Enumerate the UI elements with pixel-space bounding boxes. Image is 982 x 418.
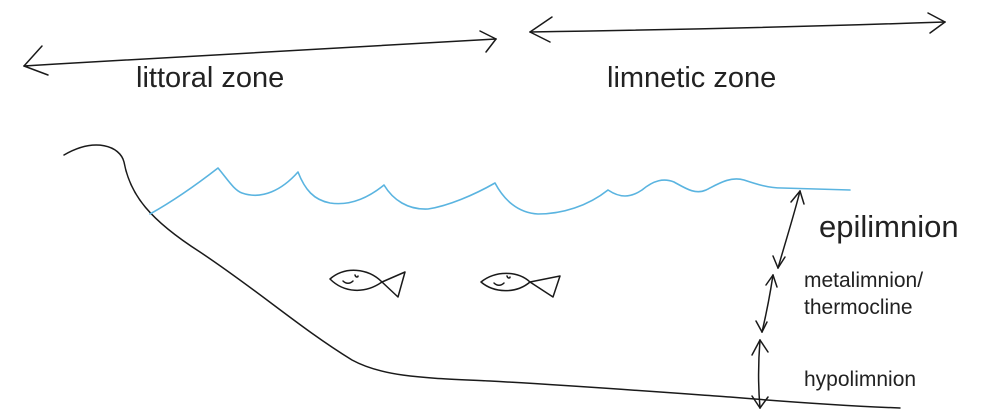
fish-icon bbox=[480, 272, 561, 298]
epilimnion-depth-arrow bbox=[772, 190, 805, 269]
littoral-zone-label: littoral zone bbox=[136, 62, 285, 94]
lake-bottom-outline bbox=[63, 144, 901, 409]
thermocline-depth-arrow bbox=[755, 274, 778, 333]
water-surface-line bbox=[149, 167, 851, 215]
metalimnion-label-line1: metalimnion/ bbox=[804, 269, 924, 292]
fish-icon bbox=[329, 269, 406, 298]
littoral-zone-arrow bbox=[23, 30, 497, 76]
limnetic-zone-label: limnetic zone bbox=[607, 62, 777, 94]
limnetic-zone-arrow bbox=[529, 12, 946, 43]
metalimnion-label-line2: thermocline bbox=[804, 296, 913, 319]
hypolimnion-label: hypolimnion bbox=[804, 368, 917, 391]
epilimnion-label: epilimnion bbox=[819, 209, 959, 244]
hypolimnion-depth-arrow bbox=[751, 339, 769, 409]
metalimnion-thermocline-label: metalimnion/ thermocline bbox=[804, 267, 923, 321]
